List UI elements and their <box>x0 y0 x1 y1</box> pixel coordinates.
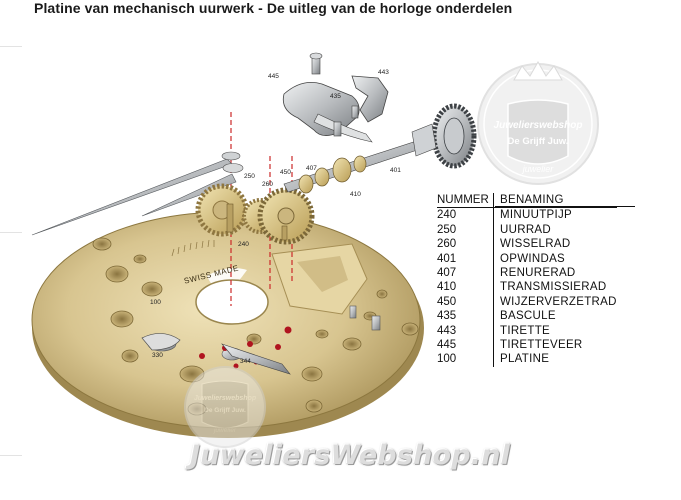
table-row: 401 OPWINDAS <box>437 251 617 266</box>
page-title: Platine van mechanisch uurwerk - De uitl… <box>34 0 513 16</box>
platine-plate <box>31 211 424 438</box>
cell-benaming: UURRAD <box>500 223 551 236</box>
callout-407: 407 <box>306 165 317 172</box>
table-row: 260 WISSELRAD <box>437 237 617 252</box>
cell-nummer: 240 <box>437 208 494 223</box>
table-row: 100 PLATINE <box>437 352 617 367</box>
callout-435: 435 <box>330 93 341 100</box>
gear-train <box>195 183 315 245</box>
cell-nummer: 410 <box>437 280 494 295</box>
callout-450: 450 <box>280 169 291 176</box>
cell-benaming: TIRETTE <box>500 324 551 337</box>
seal-top-line3: juwelier <box>522 164 555 174</box>
table-row: 250 UURRAD <box>437 222 617 238</box>
table-row: 407 RENURERAD <box>437 265 617 281</box>
left-divider <box>0 46 22 47</box>
callout-401: 401 <box>390 167 401 174</box>
callout-260: 260 <box>262 181 273 188</box>
callout-250: 250 <box>244 173 255 180</box>
column-header-nummer: NUMMER <box>437 193 494 208</box>
cell-benaming: WISSELRAD <box>500 238 571 251</box>
table-header-row: NUMMER BENAMING <box>437 193 617 209</box>
table-row: 450 WIJZERVERZETRAD <box>437 294 617 310</box>
callout-100: 100 <box>150 299 161 306</box>
callout-330: 330 <box>152 352 163 359</box>
seal-top-line1: Juwelierswebshop <box>494 120 583 131</box>
cell-nummer: 443 <box>437 323 494 338</box>
movement-illustration: Juwelierswebshop De Grijff Juw. juwelier… <box>31 52 599 448</box>
table-row: 435 BASCULE <box>437 309 617 324</box>
callout-443: 443 <box>378 69 389 76</box>
seal-watermark-top: Juwelierswebshop De Grijff Juw. juwelier <box>477 60 599 185</box>
left-divider <box>0 455 22 456</box>
table-top-rule <box>495 206 635 207</box>
seal-top-line2: De Grijff Juw. <box>508 136 569 147</box>
winding-stem <box>283 103 477 194</box>
cell-nummer: 435 <box>437 309 494 324</box>
cell-nummer: 445 <box>437 337 494 353</box>
cell-nummer: 407 <box>437 265 494 281</box>
hands <box>31 151 244 236</box>
seal-bottom-line3: juwelier <box>213 427 237 434</box>
callout-445: 445 <box>268 73 279 80</box>
cell-nummer: 260 <box>437 237 494 252</box>
cell-benaming: WIJZERVERZETRAD <box>500 295 617 308</box>
cell-nummer: 100 <box>437 352 494 367</box>
table-row: 443 TIRETTE <box>437 323 617 338</box>
movement-diagram: Juwelierswebshop De Grijff Juw. juwelier… <box>22 44 664 480</box>
left-divider <box>0 232 22 233</box>
callout-240: 240 <box>238 241 249 248</box>
table-row: 410 TRANSMISSIERAD <box>437 280 617 295</box>
cell-benaming: BASCULE <box>500 310 556 323</box>
cell-benaming: PLATINE <box>500 353 550 366</box>
cell-benaming: TRANSMISSIERAD <box>500 281 607 294</box>
setting-parts <box>282 52 389 143</box>
seal-bottom-line1: Juwelierswebshop <box>194 395 257 402</box>
seal-bottom-line2: De Grijff Juw. <box>204 407 246 414</box>
cell-nummer: 401 <box>437 251 494 266</box>
cell-benaming: TIRETTEVEER <box>500 338 583 351</box>
column-header-benaming: BENAMING <box>500 194 564 206</box>
callout-344: 344 <box>240 358 251 365</box>
table-body: 240 MINUUTPIJP 250 UURRAD 260 WISSELRAD 401 OPW… <box>437 208 617 367</box>
wordmark-watermark: JuweliersWebshop.nl <box>190 440 511 471</box>
table-row: 240 MINUUTPIJP <box>437 208 617 223</box>
cell-nummer: 250 <box>437 222 494 238</box>
seal-watermark-bottom: Juwelierswebshop De Grijff Juw. juwelier <box>184 366 266 448</box>
cell-benaming: OPWINDAS <box>500 252 566 265</box>
table-row: 445 TIRETTEVEER <box>437 337 617 353</box>
cell-nummer: 450 <box>437 294 494 310</box>
cell-benaming: RENURERAD <box>500 266 576 279</box>
callout-410: 410 <box>350 191 361 198</box>
cell-benaming: MINUUTPIJP <box>500 209 572 222</box>
